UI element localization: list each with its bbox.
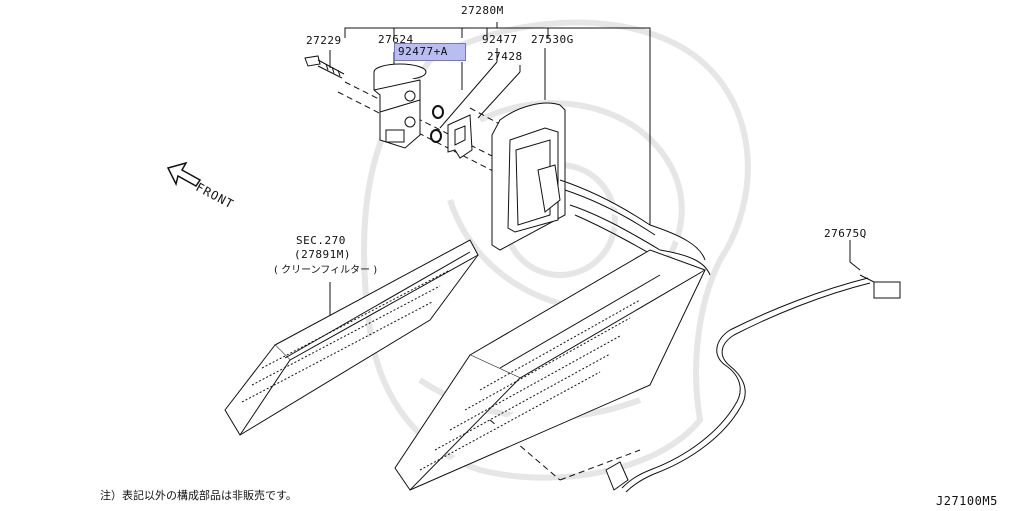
figure-code: J27100M5 bbox=[936, 494, 998, 508]
bracket-part bbox=[447, 114, 473, 159]
part-label-27280M[interactable]: 27280M bbox=[461, 4, 504, 17]
sensor-part bbox=[605, 274, 901, 493]
part-label-92477-A-highlighted[interactable]: 92477+A bbox=[394, 43, 466, 61]
part-label-27530G[interactable]: 27530G bbox=[531, 33, 574, 46]
part-label-92477[interactable]: 92477 bbox=[482, 33, 518, 46]
filter-ref-part-number[interactable]: (27891M) bbox=[294, 248, 351, 261]
filter-ref-name: ( クリーンフィルター ) bbox=[274, 265, 378, 276]
footnote-text: 注）表記以外の構成部品は非販売です。 bbox=[100, 489, 297, 502]
cabin-filter-part bbox=[224, 239, 479, 436]
filter-ref-section[interactable]: SEC.270 bbox=[296, 234, 346, 247]
part-label-27624[interactable]: 27624 bbox=[378, 33, 414, 46]
o-ring-parts bbox=[430, 105, 444, 143]
part-label-27229[interactable]: 27229 bbox=[306, 34, 342, 47]
evaporator-core-part bbox=[394, 249, 707, 491]
front-arrow-icon bbox=[166, 161, 202, 187]
bolt-part bbox=[304, 55, 345, 79]
part-label-27675Q[interactable]: 27675Q bbox=[824, 227, 867, 240]
expansion-valve-part bbox=[373, 63, 427, 149]
part-label-27428[interactable]: 27428 bbox=[487, 50, 523, 63]
